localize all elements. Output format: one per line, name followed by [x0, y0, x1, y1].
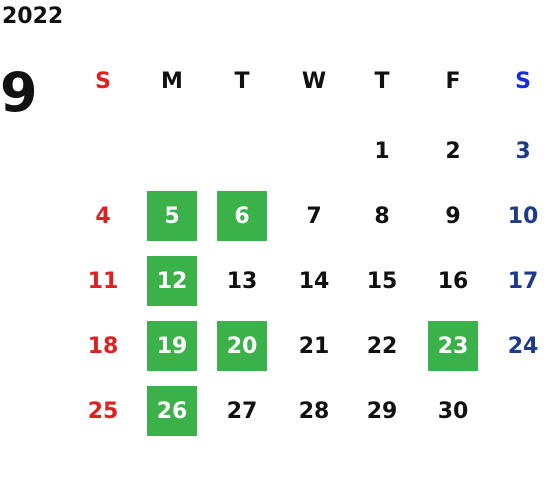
- day-cell[interactable]: 22: [366, 333, 398, 359]
- day-cell[interactable]: 25: [87, 398, 119, 424]
- day-cell[interactable]: 9: [445, 203, 461, 229]
- day-cell[interactable]: 8: [374, 203, 390, 229]
- weekday-header: S: [95, 68, 111, 94]
- day-cell-highlighted[interactable]: 23: [428, 321, 478, 371]
- day-cell[interactable]: 2: [445, 138, 461, 164]
- day-cell[interactable]: 1: [374, 138, 390, 164]
- weekday-header: M: [161, 68, 183, 94]
- day-cell[interactable]: 27: [226, 398, 258, 424]
- day-cell-highlighted[interactable]: 26: [147, 386, 197, 436]
- day-cell[interactable]: 29: [366, 398, 398, 424]
- day-cell[interactable]: 30: [437, 398, 469, 424]
- day-cell[interactable]: 16: [437, 268, 469, 294]
- weekday-header: S: [515, 68, 531, 94]
- day-cell-highlighted[interactable]: 6: [217, 191, 267, 241]
- weekday-header: T: [234, 68, 250, 94]
- day-cell[interactable]: 21: [298, 333, 330, 359]
- weekday-header: F: [445, 68, 461, 94]
- day-cell-highlighted[interactable]: 19: [147, 321, 197, 371]
- day-cell[interactable]: 24: [507, 333, 539, 359]
- day-cell[interactable]: 15: [366, 268, 398, 294]
- day-cell[interactable]: 7: [306, 203, 322, 229]
- day-cell-highlighted[interactable]: 5: [147, 191, 197, 241]
- day-cell[interactable]: 14: [298, 268, 330, 294]
- weekday-header: T: [374, 68, 390, 94]
- year-label: 2022: [2, 4, 64, 29]
- day-cell-highlighted[interactable]: 20: [217, 321, 267, 371]
- day-cell[interactable]: 3: [515, 138, 531, 164]
- month-label: 9: [0, 61, 38, 124]
- day-cell[interactable]: 10: [507, 203, 539, 229]
- day-cell[interactable]: 11: [87, 268, 119, 294]
- day-cell[interactable]: 18: [87, 333, 119, 359]
- day-cell[interactable]: 4: [95, 203, 111, 229]
- day-cell[interactable]: 28: [298, 398, 330, 424]
- day-cell-highlighted[interactable]: 12: [147, 256, 197, 306]
- weekday-header: W: [301, 68, 327, 94]
- day-cell[interactable]: 13: [226, 268, 258, 294]
- day-cell[interactable]: 17: [507, 268, 539, 294]
